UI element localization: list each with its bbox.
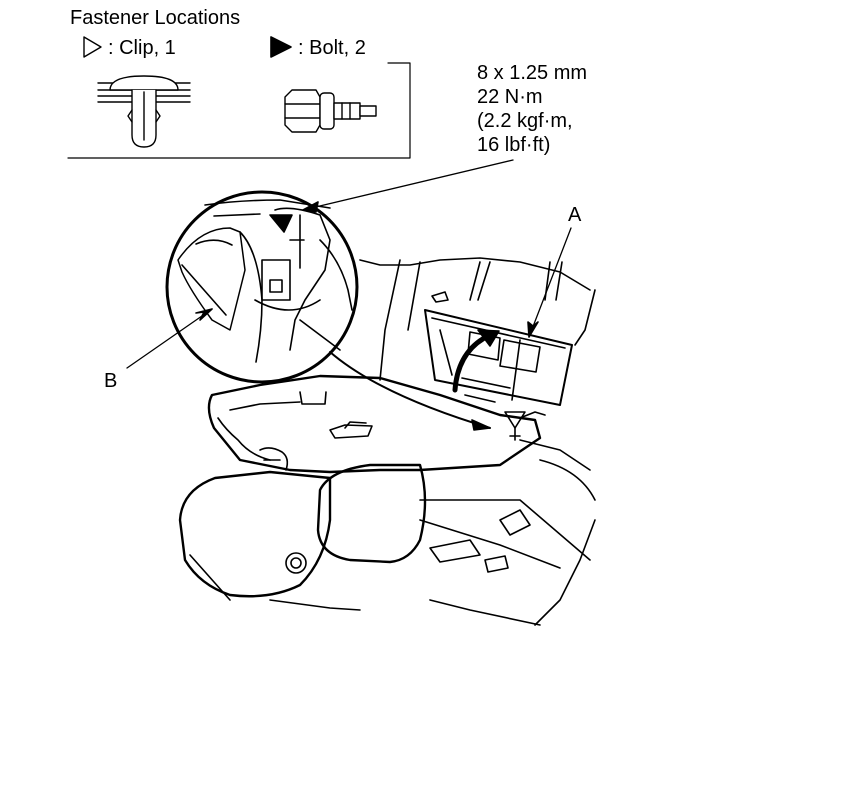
flip-up-arrowhead <box>477 329 500 347</box>
seat-cushion <box>207 374 546 474</box>
zoom-transfer-arrowhead <box>471 419 491 431</box>
clip-legend-icon <box>83 36 102 58</box>
bolt-size: 8 x 1.25 mm <box>477 62 588 84</box>
detail-circle <box>165 190 359 384</box>
label-a-leader-arrowhead <box>527 321 539 338</box>
callout-label-b: B <box>104 370 118 392</box>
zoom-transfer-arrow <box>329 351 491 429</box>
seat-back <box>359 257 596 406</box>
clip-marker-stem <box>509 427 521 441</box>
clip-drawing <box>97 75 191 148</box>
flip-up-arrow <box>452 332 493 393</box>
bolt-legend-icon <box>270 36 292 58</box>
label-b-leader <box>126 308 213 369</box>
label-b-leader-arrowhead <box>195 308 213 321</box>
legend-title: Fastener Locations <box>70 7 241 29</box>
bolt-spec: 8 x 1.25 mm 22 N·m (2.2 kgf·m, 16 lbf·ft… <box>477 61 587 157</box>
legend-frame <box>67 62 411 159</box>
spec-leader <box>302 159 514 211</box>
bolt-legend-label: : Bolt, 2 <box>298 37 366 59</box>
seat-front <box>178 439 596 626</box>
bolt-drawing <box>284 89 377 133</box>
torque-kgf: (2.2 kgf·m, <box>477 110 573 132</box>
torque-nm: 22 N·m <box>477 86 543 108</box>
clip-legend-label: : Clip, 1 <box>108 37 176 59</box>
torque-lbf: 16 lbf·ft) <box>477 134 551 156</box>
callout-label-a: A <box>568 204 582 226</box>
label-a-leader <box>528 227 572 338</box>
clip-marker-icon <box>504 411 526 429</box>
